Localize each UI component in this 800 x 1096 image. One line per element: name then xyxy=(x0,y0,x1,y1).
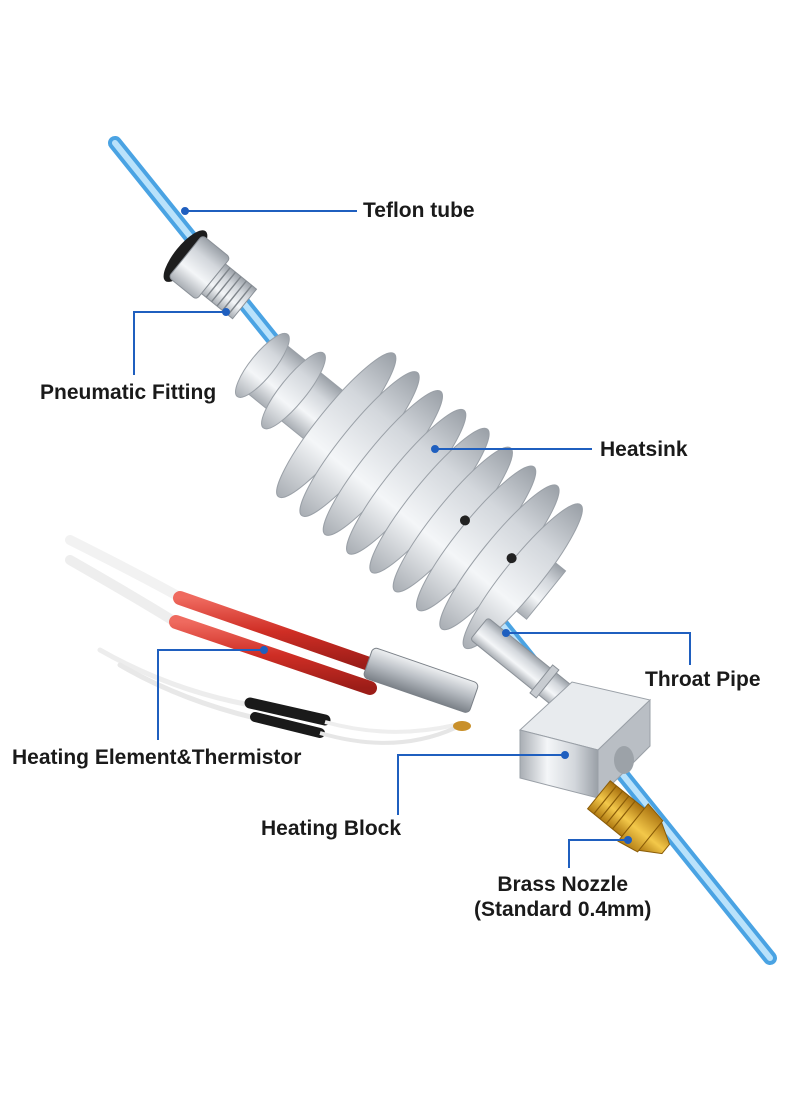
heating-block-illustration xyxy=(518,681,652,800)
thermistor-illustration xyxy=(97,647,471,745)
heater-cartridge-illustration xyxy=(65,535,479,713)
label-heating-element-thermistor: Heating Element&Thermistor xyxy=(12,746,302,769)
label-throat-pipe: Throat Pipe xyxy=(645,668,761,691)
label-brass-nozzle-line1: Brass Nozzle xyxy=(497,873,629,896)
label-brass-nozzle-line2: (Standard 0.4mm) xyxy=(474,898,652,922)
label-teflon-tube: Teflon tube xyxy=(363,199,475,222)
leader-lines xyxy=(133,207,691,868)
label-brass-nozzle: Brass Nozzle (Standard 0.4mm) xyxy=(474,872,651,922)
heatsink-illustration xyxy=(235,332,583,650)
label-pneumatic-fitting: Pneumatic Fitting xyxy=(40,381,217,404)
pneumatic-fitting-illustration xyxy=(163,230,258,320)
label-heating-block: Heating Block xyxy=(261,817,402,840)
label-heatsink: Heatsink xyxy=(600,438,688,461)
throat-pipe-illustration xyxy=(471,618,573,708)
